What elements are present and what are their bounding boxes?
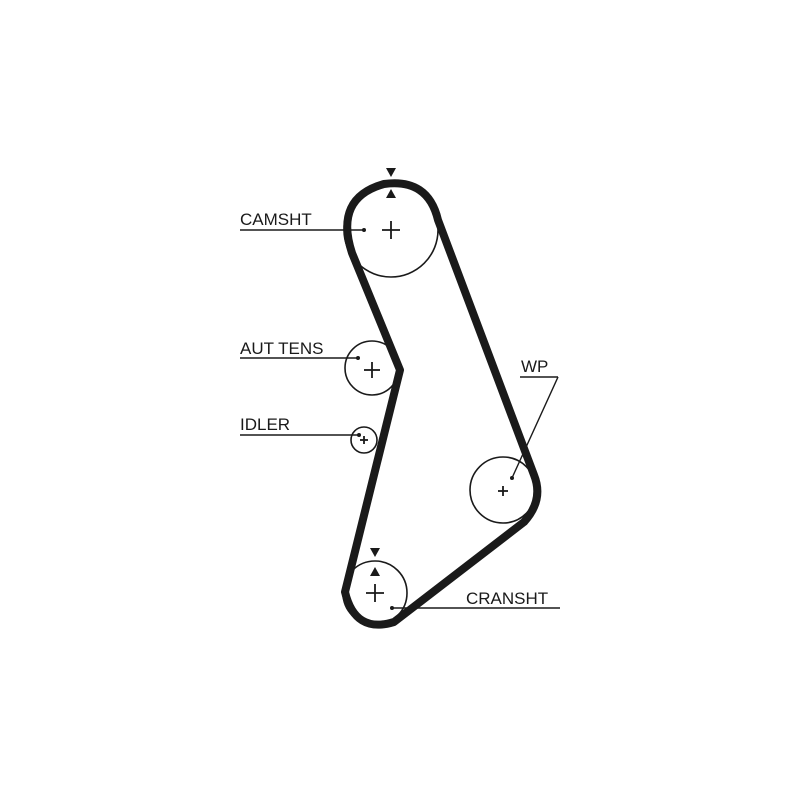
tensioner-leader xyxy=(240,356,360,360)
idler-leader xyxy=(240,433,361,437)
camshaft-timing-mark-icon xyxy=(386,168,396,198)
idler-label: IDLER xyxy=(240,415,290,434)
camshaft-label: CAMSHT xyxy=(240,210,312,229)
tensioner-center-mark xyxy=(364,362,380,378)
crankshaft-center-mark xyxy=(366,584,384,602)
water-pump-leader xyxy=(510,376,559,480)
crankshaft-timing-mark-icon xyxy=(370,548,380,576)
crankshaft-label: CRANSHT xyxy=(466,589,548,608)
tensioner-label: AUT TENS xyxy=(240,339,323,358)
timing-belt xyxy=(341,179,542,629)
camshaft-leader xyxy=(240,228,366,232)
camshaft-center-mark xyxy=(382,221,400,239)
water-pump-center-mark xyxy=(498,486,508,496)
idler-center-mark xyxy=(360,436,368,444)
water-pump-label: WP xyxy=(521,357,548,376)
crankshaft-leader xyxy=(390,606,560,610)
